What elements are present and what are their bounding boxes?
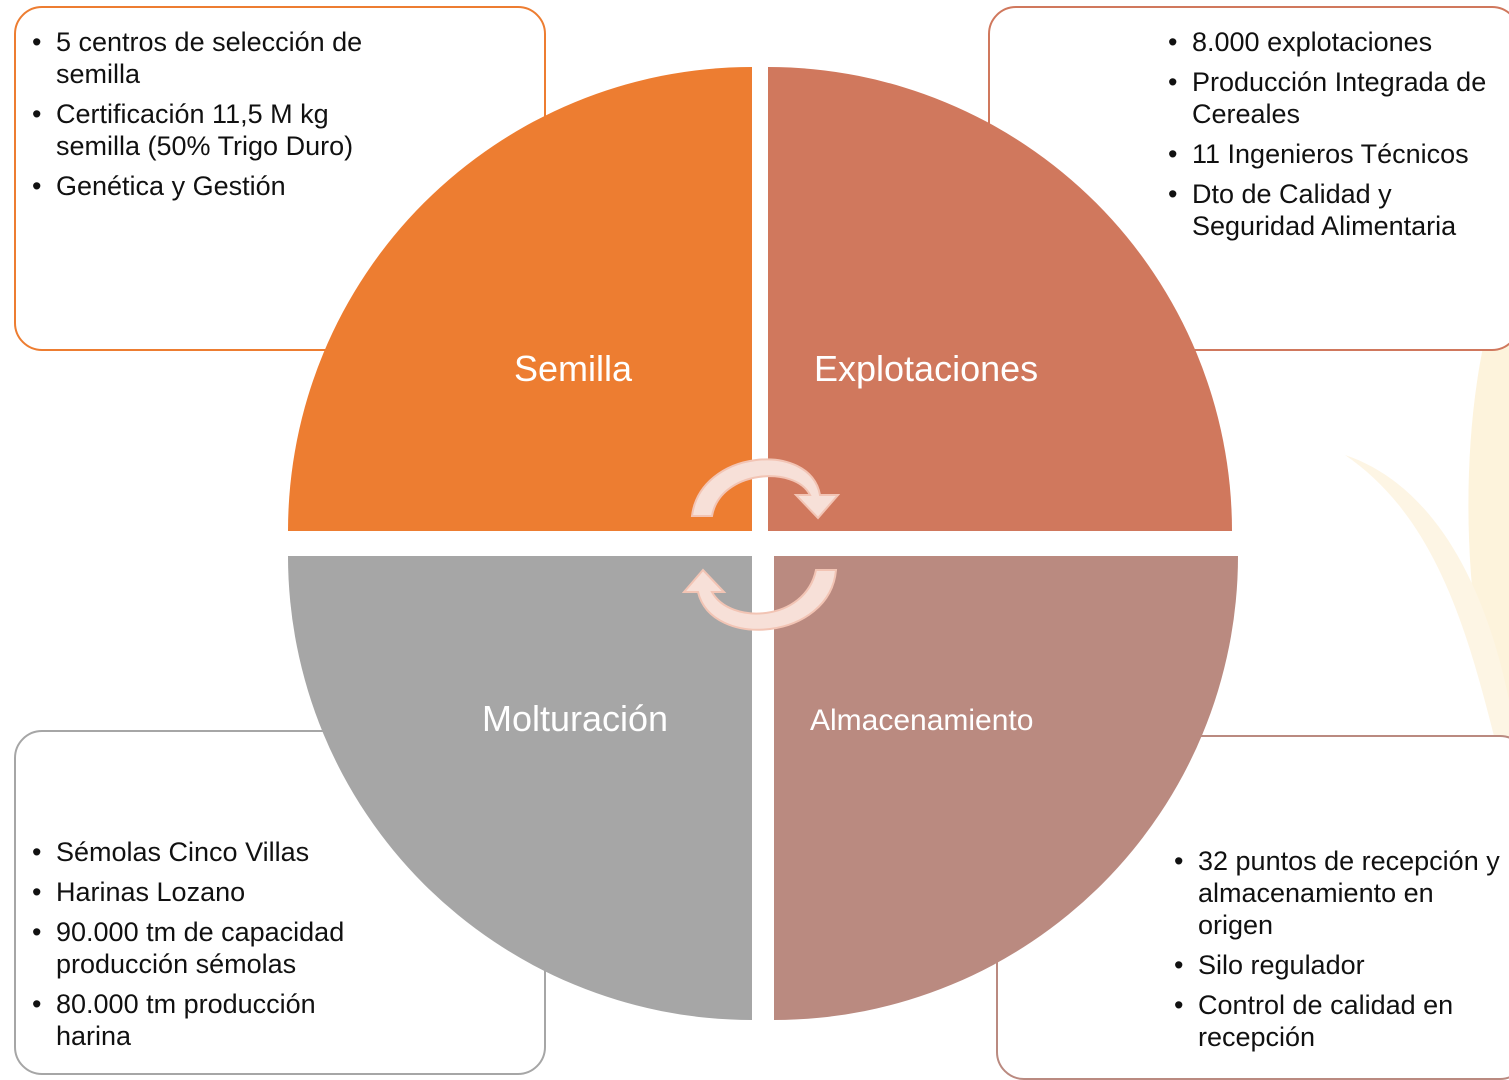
wheat-leaf-decoration-2 xyxy=(1345,455,1509,760)
list-item: Certificación 11,5 M kg semilla (50% Tri… xyxy=(30,98,370,162)
seed-bullet-list: 5 centros de selección de semilla Certif… xyxy=(30,26,370,210)
list-item: 32 puntos de recepción y almacenamiento … xyxy=(1172,845,1509,941)
list-item: 8.000 explotaciones xyxy=(1166,26,1496,58)
list-item: 80.000 tm producción harina xyxy=(30,988,380,1052)
milling-bullet-list: Sémolas Cinco Villas Harinas Lozano 90.0… xyxy=(30,836,380,1060)
storage-bullet-list: 32 puntos de recepción y almacenamiento … xyxy=(1172,845,1509,1061)
list-item: Dto de Calidad y Seguridad Alimentaria xyxy=(1166,178,1496,242)
quadrant-almacenamiento xyxy=(774,556,1238,1020)
list-item: Control de calidad en recepción xyxy=(1172,989,1509,1053)
quadrant-label-explotaciones: Explotaciones xyxy=(814,348,1039,389)
list-item: 11 Ingenieros Técnicos xyxy=(1166,138,1496,170)
list-item: 5 centros de selección de semilla xyxy=(30,26,370,90)
list-item: Producción Integrada de Cereales xyxy=(1166,66,1496,130)
quadrant-explotaciones xyxy=(768,67,1232,531)
list-item: Sémolas Cinco Villas xyxy=(30,836,380,868)
bottom-arrow-icon xyxy=(681,568,838,631)
quadrant-molturacion xyxy=(288,556,752,1020)
farms-bullet-list: 8.000 explotaciones Producción Integrada… xyxy=(1166,26,1496,250)
quadrant-label-semilla: Semilla xyxy=(514,348,633,389)
quadrant-label-almacenamiento: Almacenamiento xyxy=(810,704,1034,737)
list-item: Genética y Gestión xyxy=(30,170,370,202)
quadrant-label-molturacion: Molturación xyxy=(482,698,669,739)
top-arrow-icon xyxy=(690,458,841,520)
quadrant-semilla xyxy=(288,67,752,531)
list-item: Harinas Lozano xyxy=(30,876,380,908)
list-item: Silo regulador xyxy=(1172,949,1509,981)
list-item: 90.000 tm de capacidad producción sémola… xyxy=(30,916,380,980)
